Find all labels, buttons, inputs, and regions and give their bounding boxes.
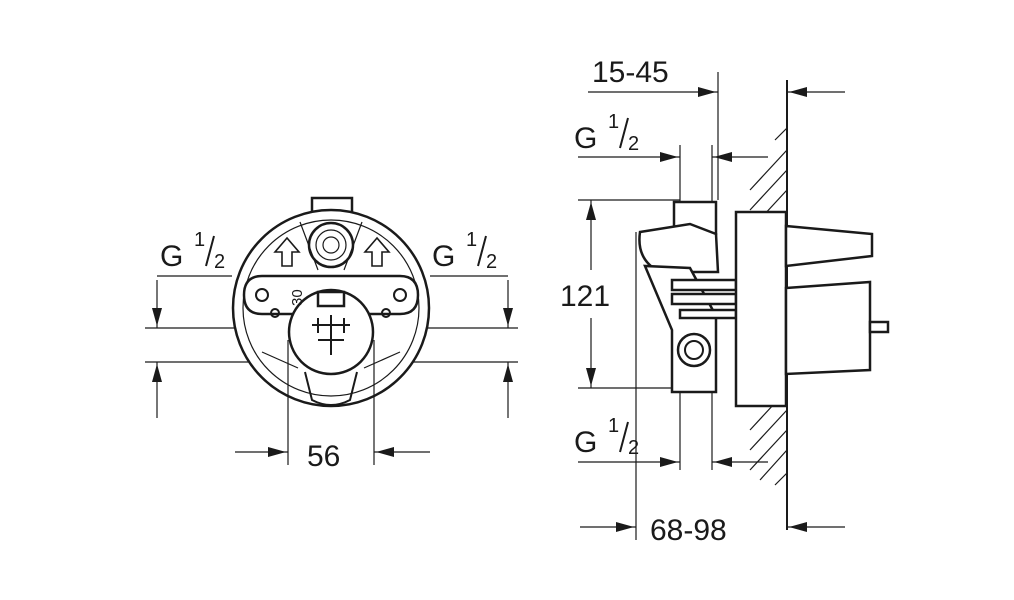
wall-plate	[734, 210, 788, 408]
arrow-right-icon	[660, 457, 678, 467]
right-thread-den: 2	[486, 251, 497, 273]
front-view: G 1 2 G 1 2 3	[145, 196, 518, 473]
rail	[670, 278, 738, 292]
hub-label-plate	[316, 290, 346, 308]
mounting-hole	[393, 288, 407, 302]
cartridge-ring	[322, 236, 340, 254]
bottom-thread-label: G	[574, 426, 597, 459]
bottom-thread-num: 1	[608, 415, 619, 437]
right-thread-num: 1	[466, 229, 477, 251]
arrow-left-icon	[376, 447, 394, 457]
arrow-right-icon	[616, 522, 634, 532]
cartridge-ring	[315, 229, 347, 261]
bottom-dim-label: 68-98	[650, 514, 727, 547]
arrow-left-icon	[789, 522, 807, 532]
mounting-hole	[381, 308, 391, 318]
side-port	[676, 332, 712, 368]
fraction-slash	[205, 235, 215, 267]
segment-line	[299, 221, 319, 271]
flow-arrow-icon	[363, 236, 391, 267]
top-thread-den: 2	[628, 133, 639, 155]
segment-line	[363, 351, 401, 369]
arrow-up-icon	[586, 202, 596, 220]
body-upper	[638, 222, 720, 274]
bottom-thread-den: 2	[628, 437, 639, 459]
arrow-left-icon	[714, 152, 732, 162]
height-dim-label: 121	[560, 280, 610, 313]
fraction-slash	[619, 421, 629, 453]
width-dim-label: 56	[307, 440, 340, 473]
rail	[678, 308, 738, 320]
lower-housing	[784, 280, 872, 376]
left-thread-num: 1	[194, 229, 205, 251]
arrow-right-icon	[268, 447, 286, 457]
housing-pin	[868, 320, 890, 334]
bottom-segment	[304, 371, 358, 406]
top-dim-label: 15-45	[592, 56, 669, 89]
arrow-right-icon	[698, 87, 716, 97]
rail	[670, 292, 738, 306]
arrow-down-icon	[586, 368, 596, 386]
left-thread-label: G	[160, 240, 183, 273]
arrow-down-icon	[152, 308, 162, 326]
top-thread-num: 1	[608, 111, 619, 133]
segment-line	[261, 351, 299, 369]
mounting-hole	[270, 308, 280, 318]
arrow-down-icon	[503, 308, 513, 326]
mounting-hole	[255, 288, 269, 302]
arrow-left-icon	[714, 457, 732, 467]
segment-line	[343, 221, 363, 271]
upper-stem	[784, 224, 874, 268]
side-view: 15-45 G 1 2 121 G	[560, 56, 890, 547]
side-port-inner	[684, 340, 704, 360]
arrow-up-icon	[152, 364, 162, 382]
angle-label: 30	[289, 289, 306, 306]
arrow-up-icon	[503, 364, 513, 382]
arrow-right-icon	[660, 152, 678, 162]
arrow-left-icon	[789, 87, 807, 97]
wall-hatch-icon	[749, 127, 788, 486]
flow-arrow-icon	[273, 236, 301, 267]
right-thread-label: G	[432, 240, 455, 273]
fraction-slash	[477, 235, 487, 267]
left-thread-den: 2	[214, 251, 225, 273]
top-thread-label: G	[574, 122, 597, 155]
valve-inner-circle	[242, 219, 420, 397]
fraction-slash	[619, 117, 629, 149]
